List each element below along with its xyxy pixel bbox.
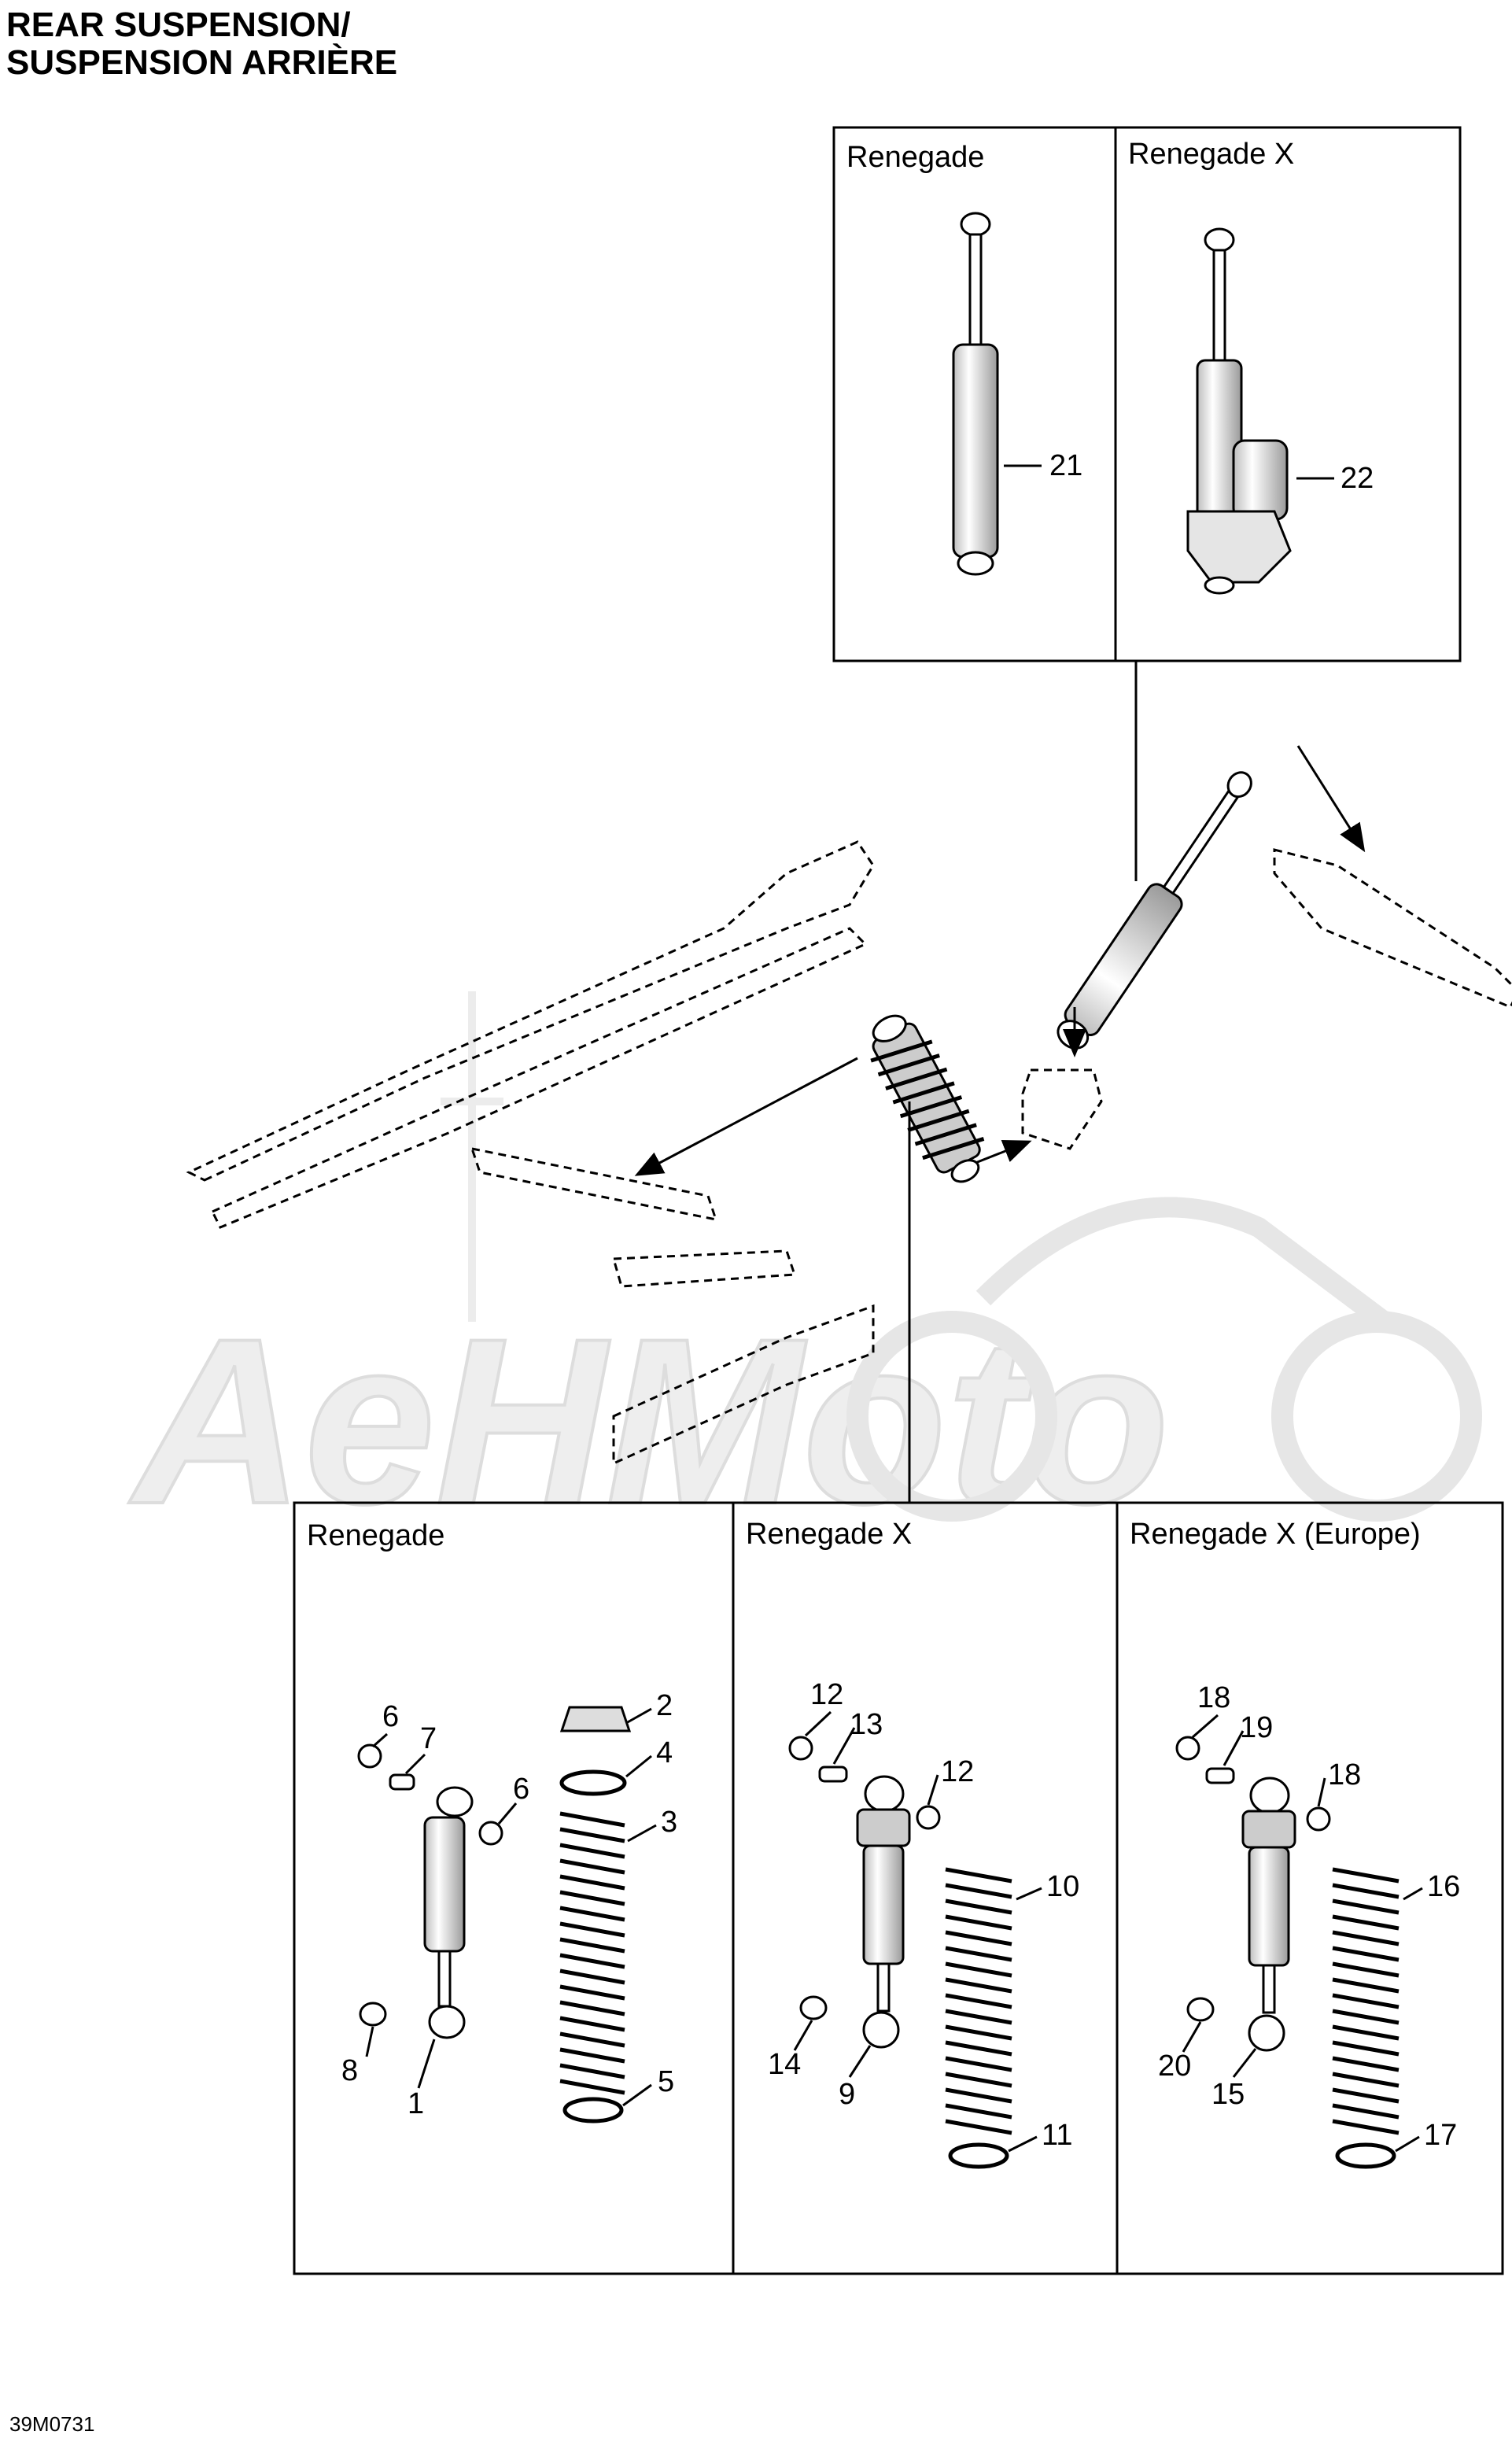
watermark-spire [441, 991, 503, 1322]
callout-12b: 12 [941, 1755, 974, 1788]
rail [210, 927, 868, 1229]
callout-5: 5 [658, 2065, 674, 2098]
callout-19: 19 [1240, 1711, 1273, 1744]
mid-assembly [186, 745, 1512, 1466]
callout-12a: 12 [810, 1678, 843, 1711]
watermark-frame [975, 1197, 1391, 1330]
callout-15: 15 [1211, 2078, 1245, 2111]
bottom-panel: Renegade Renegade X Renegade X (Europe) [293, 1501, 1504, 2275]
rear-arm [1273, 848, 1512, 1009]
shock-21-drawing [952, 212, 999, 576]
callout-7: 7 [420, 1722, 437, 1755]
watermark-wheel-front [846, 1311, 1057, 1522]
arrow-to-rear-arm [1296, 745, 1366, 853]
callout-18b: 18 [1328, 1758, 1361, 1791]
front-arm-2 [612, 1249, 797, 1288]
drawing-code: 39M0731 [9, 2412, 95, 2436]
callout-6b: 6 [513, 1773, 529, 1806]
col3-callouts: 18 19 18 16 20 15 17 [1158, 1681, 1460, 2152]
callout-11: 11 [1042, 2119, 1072, 2152]
arrow-to-link [975, 1140, 1032, 1164]
front-coil-shock [870, 1014, 985, 1183]
title-english: REAR SUSPENSION/ [6, 6, 351, 44]
callout-6a: 6 [382, 1700, 399, 1733]
callout-10: 10 [1046, 1870, 1079, 1903]
top-panel-label-renegade-x: Renegade X [1128, 138, 1294, 171]
callout-8: 8 [341, 2054, 358, 2087]
col1-callouts: 6 7 6 2 4 3 8 1 5 [341, 1689, 677, 2120]
leader-lines [365, 1707, 1423, 2153]
col1-parts [357, 1706, 632, 2123]
top-panel-label-renegade: Renegade [846, 141, 984, 174]
callout-14: 14 [768, 2048, 801, 2081]
bottom-label-renegade: Renegade [307, 1519, 444, 1552]
watermark-wheel-rear [1271, 1311, 1482, 1522]
callout-22: 22 [1341, 462, 1374, 495]
rear-shock [1057, 771, 1252, 1050]
title-french: SUSPENSION ARRIÈRE [6, 43, 398, 82]
top-panel: Renegade Renegade X 21 22 [832, 126, 1462, 662]
callout-4: 4 [656, 1736, 673, 1769]
skid-frame [186, 840, 875, 1182]
link [1021, 1068, 1103, 1150]
col2-parts [788, 1736, 1012, 2169]
col2-callouts: 12 13 12 10 14 9 11 [768, 1678, 1079, 2152]
rail-rear [612, 1304, 875, 1466]
callout-21: 21 [1049, 449, 1082, 482]
col3-parts [1175, 1736, 1400, 2169]
bottom-label-renegade-x: Renegade X [746, 1518, 912, 1551]
callout-3: 3 [661, 1806, 677, 1839]
callout-16: 16 [1427, 1870, 1460, 1903]
callout-2: 2 [656, 1689, 673, 1722]
bottom-label-renegade-x-europe: Renegade X (Europe) [1130, 1518, 1421, 1551]
callout-9: 9 [839, 2078, 855, 2111]
callout-13: 13 [850, 1708, 883, 1741]
front-arm [470, 1147, 718, 1221]
callout-18a: 18 [1197, 1681, 1230, 1714]
watermark: AeHMoto [125, 991, 1482, 1555]
watermark-text: AeHMoto [127, 1289, 1170, 1553]
callout-1: 1 [408, 2087, 424, 2120]
shock-22-drawing [1186, 227, 1292, 595]
callout-17: 17 [1424, 2119, 1457, 2152]
callout-20: 20 [1158, 2050, 1191, 2083]
arrow-to-arm [634, 1057, 858, 1176]
